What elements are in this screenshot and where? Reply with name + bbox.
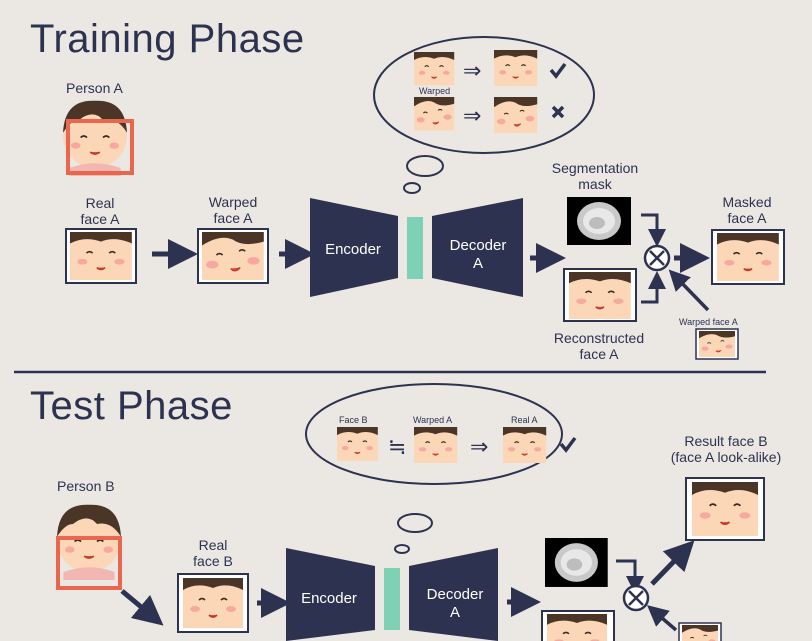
result-face-label: Result face B (face A look-alike) [670,433,782,465]
bubble-real-a-label: Real A [511,415,538,425]
check-icon [549,62,567,79]
real-face-b-label: Real face B [193,537,233,569]
cross-icon [551,105,565,119]
training-title: Training Phase [30,17,305,61]
svg-text:≒: ≒ [388,435,406,460]
masked-face-label: Masked face A [722,194,772,226]
thought-bubble [373,36,595,154]
test-title: Test Phase [30,384,233,428]
latent-code [407,217,423,279]
warped-small-label: Warped face A [679,317,738,327]
seg-mask-label: Segmentation mask [551,160,639,192]
decoder-b-label: Decoder A [426,586,484,621]
real-face-a-label: Real face A [80,195,120,227]
svg-text:⇒: ⇒ [463,59,481,84]
encoder-block [310,198,398,297]
bubble-face-b-label: Face B [339,415,368,425]
warped-face-a-label: Warped face A [208,194,258,226]
person-b-label: Person B [57,478,115,494]
bubble-warped-label: Warped [419,86,451,96]
encoder-b-label: Encoder [301,590,357,607]
svg-text:⇒: ⇒ [470,435,488,460]
bubble-warped-a-label: Warped A [413,415,453,425]
encoder-label: Encoder [325,241,381,258]
decoder-label: Decoder A [449,237,507,272]
decoder-block [432,198,523,297]
reconstructed-label: Reconstructed face A [553,330,645,362]
svg-text:⇒: ⇒ [463,104,481,129]
person-a-label: Person A [66,80,123,96]
